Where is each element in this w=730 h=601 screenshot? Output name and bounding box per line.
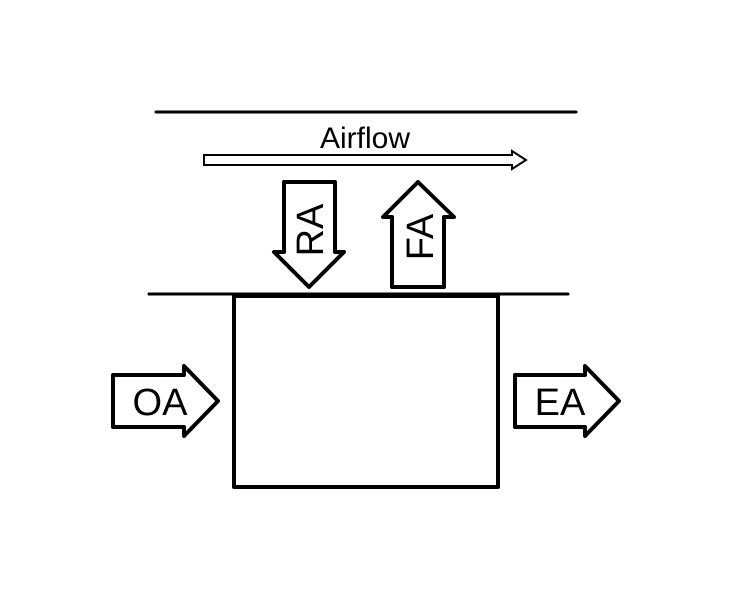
return-air-arrow bbox=[272, 180, 346, 289]
outside-air-arrow bbox=[111, 364, 220, 438]
exhaust-air-arrow bbox=[513, 364, 621, 438]
fresh-air-label: FA bbox=[400, 213, 442, 260]
unit-box bbox=[232, 294, 500, 489]
outside-air-label: OA bbox=[133, 382, 189, 424]
airflow-arrow bbox=[203, 149, 528, 171]
airflow-label: Airflow bbox=[320, 122, 410, 155]
exhaust-air-label: EA bbox=[535, 382, 586, 424]
fresh-air-arrow bbox=[381, 180, 456, 289]
return-air-label: RA bbox=[290, 203, 332, 256]
